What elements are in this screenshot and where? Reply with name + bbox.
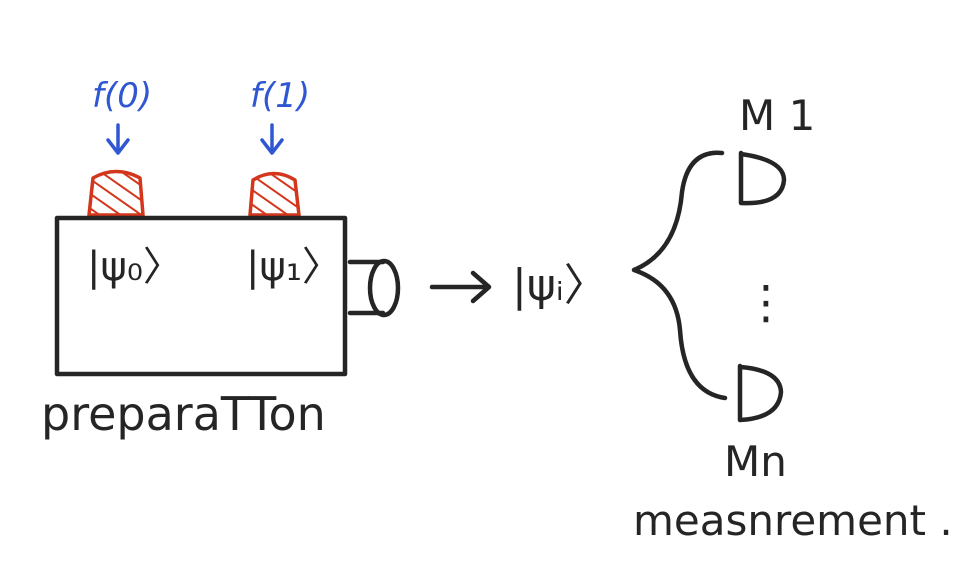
input-slot-0 (87, 169, 145, 217)
detector-label-top: M 1 (739, 91, 815, 140)
state-psi-1: |ψ₁〉 (246, 244, 342, 290)
oracle-label-f0: f(0) (92, 76, 152, 116)
measurement-label: measnrement . (633, 496, 953, 545)
arrow-down-icon (260, 123, 284, 155)
state-psi-0: |ψ₀〉 (87, 244, 183, 290)
input-slot-1 (248, 171, 301, 217)
detector-icon (737, 363, 784, 423)
detector-icon (738, 150, 787, 206)
output-port (347, 258, 401, 318)
detector-label-bottom: Mn (724, 437, 787, 486)
preparation-box (54, 215, 348, 377)
output-state: |ψᵢ〉 (512, 260, 608, 311)
detector-ellipsis: ⋮ (743, 275, 789, 329)
brace-icon (631, 150, 728, 401)
arrow-right-icon (429, 270, 492, 304)
arrow-down-icon (106, 123, 130, 155)
preparation-label: preparaTTon (41, 387, 326, 441)
oracle-label-f1: f(1) (250, 76, 310, 116)
